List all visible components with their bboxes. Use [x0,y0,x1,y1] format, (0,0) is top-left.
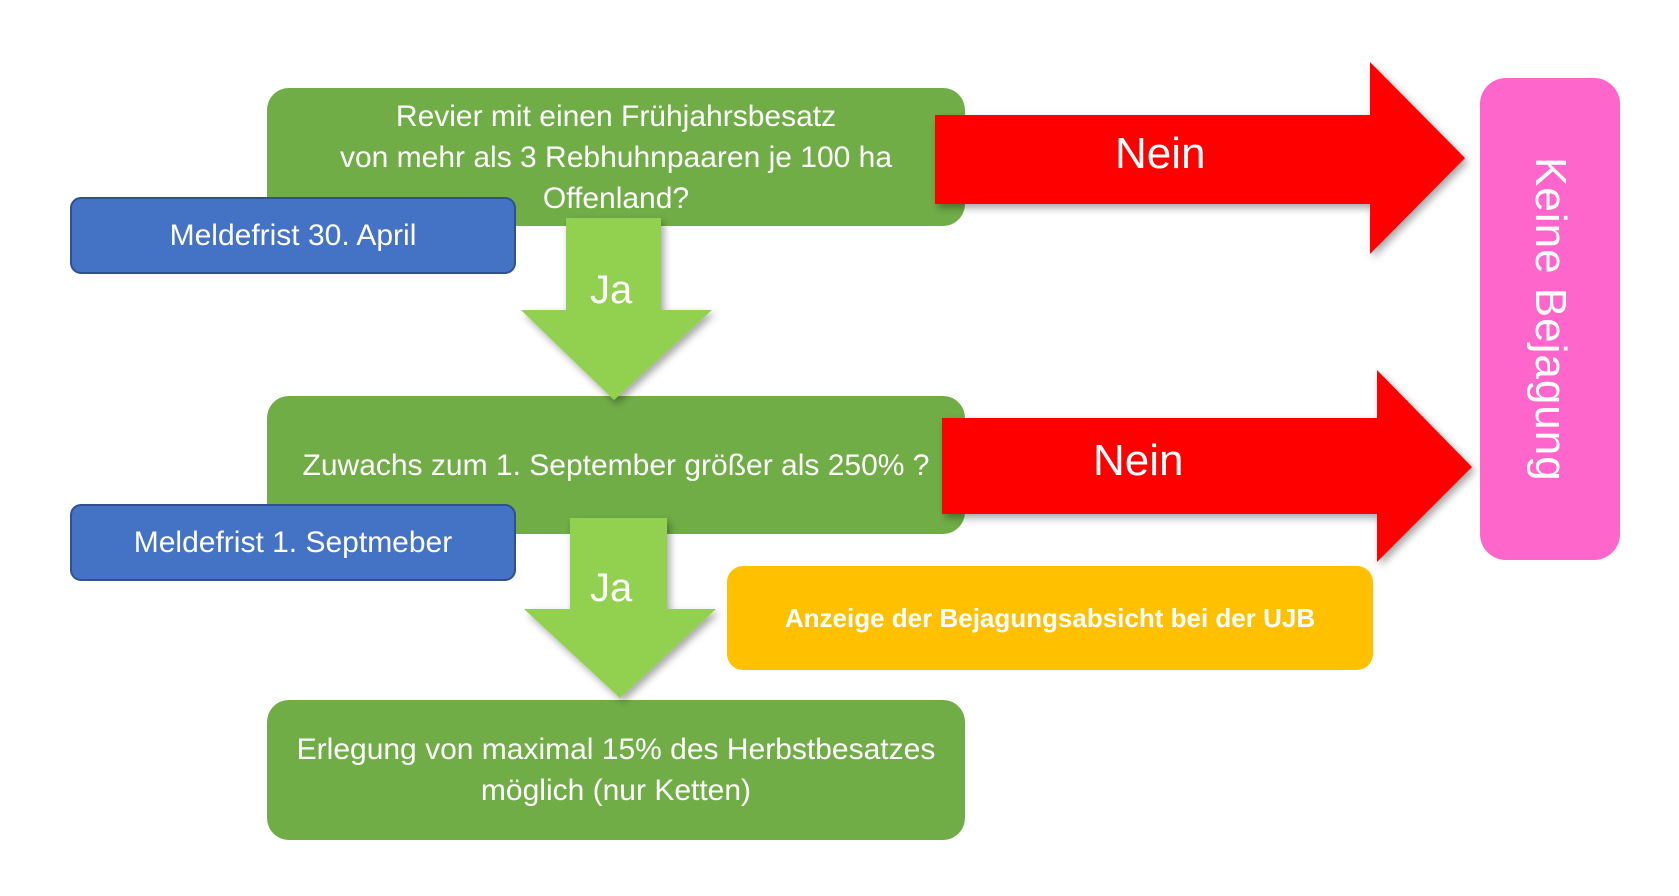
nein-arrow-1 [935,62,1465,254]
result-box-harvest: Erlegung von maximal 15% des Herbstbesat… [267,700,965,840]
ja-label-2: Ja [590,566,633,610]
nein-arrow-2 [942,370,1472,562]
result-text: Erlegung von maximal 15% des Herbstbesat… [296,733,936,807]
notice-text: Anzeige der Bejagungsabsicht bei der UJB [784,602,1316,633]
deadline-box-april: Meldefrist 30. April [70,197,516,274]
ja-arrow-1 [521,218,712,400]
deadline-box-september: Meldefrist 1. Septmeber [70,504,516,581]
nein-label-1: Nein [1115,129,1206,178]
notice-box-ujb: Anzeige der Bejagungsabsicht bei der UJB [727,566,1373,670]
nein-label-2: Nein [1093,436,1184,485]
question-box-spring-population: Revier mit einen Frühjahrsbesatz von meh… [267,88,965,226]
deadline-2-text: Meldefrist 1. Septmeber [133,525,453,559]
ja-label-1: Ja [590,268,633,312]
question-1-text: Revier mit einen Frühjahrsbesatz von meh… [339,99,893,215]
question-2-text: Zuwachs zum 1. September größer als 250%… [302,448,930,482]
no-hunting-box: Keine Bejagung [1480,78,1620,560]
deadline-1-text: Meldefrist 30. April [169,218,417,252]
ja-arrow-2 [524,518,716,698]
no-hunting-text: Keine Bejagung [1526,156,1575,482]
